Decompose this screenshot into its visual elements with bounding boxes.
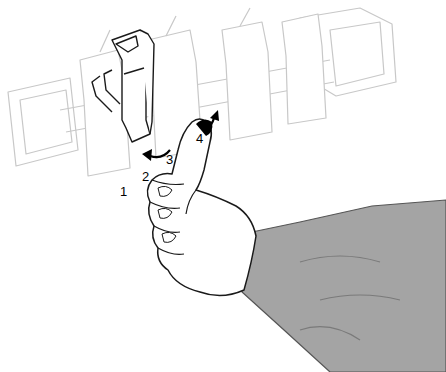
callout-number: 3 bbox=[166, 153, 173, 167]
clip bbox=[92, 30, 154, 142]
finger-lines bbox=[150, 180, 196, 254]
arrow-head bbox=[142, 149, 152, 161]
sleeve-folds bbox=[300, 256, 400, 340]
sleeve bbox=[242, 200, 446, 372]
motion-arrow bbox=[204, 118, 214, 132]
fingernails bbox=[158, 186, 176, 242]
callout-number: 2 bbox=[142, 170, 149, 184]
callout-number: 4 bbox=[196, 132, 203, 146]
arrow-head bbox=[210, 110, 219, 121]
callout-number: 1 bbox=[120, 185, 127, 199]
hand bbox=[147, 119, 256, 296]
